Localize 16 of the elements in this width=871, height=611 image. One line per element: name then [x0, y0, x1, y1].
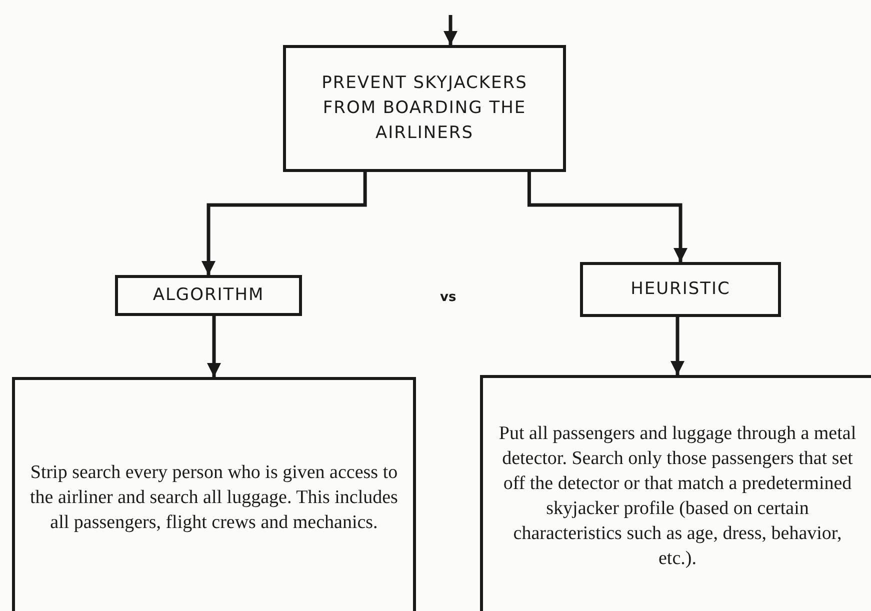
arrow — [670, 317, 684, 375]
method-box — [580, 262, 781, 317]
description-box — [12, 377, 416, 611]
arrow — [444, 15, 458, 45]
node-title: HEURISTIC — [630, 278, 730, 301]
description-box — [480, 375, 871, 611]
comparison-label: vs — [440, 290, 456, 305]
method-box — [115, 275, 302, 316]
goal-box — [283, 45, 566, 172]
node-title: ALGORITHM — [152, 284, 264, 307]
node-title: PREVENT SKYJACKERS FROM BOARDING THE AIRLINERS — [320, 72, 528, 145]
arrow — [207, 316, 221, 377]
arrow — [527, 172, 688, 262]
arrow — [202, 172, 367, 275]
node-text: Put all passengers and luggage through a metal detector. Search only those passengers that set off the detector or that match a predetermined skyjacker profile (based on certain characteristics such as age, dress, behavior, etc.). — [498, 422, 858, 571]
node-text: Strip search every person who is given access to the airliner and search all luggage. This includes all passengers, flight crews and mechanics. — [29, 460, 399, 534]
